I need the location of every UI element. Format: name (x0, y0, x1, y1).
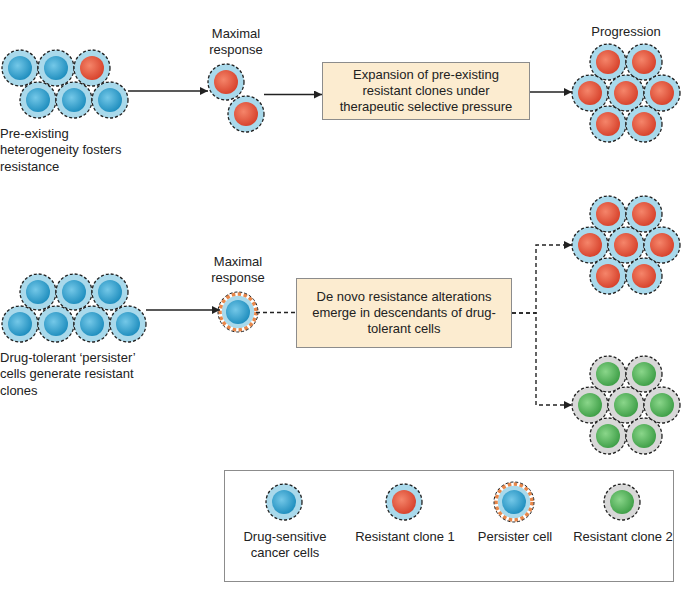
cell-cluster: Maximal response (208, 64, 264, 132)
legend-text: Persister cell (460, 529, 570, 545)
sensitive-cell (92, 274, 128, 310)
resistant-cell (228, 96, 264, 132)
resistant-cell (626, 258, 662, 294)
cell-cluster (572, 196, 680, 294)
legend-text: Drug-sensitive cancer cells (230, 529, 340, 562)
resistant-cell-2 (590, 356, 626, 392)
resistant-cell-2 (572, 387, 608, 423)
cell-cluster: Maximal response (220, 294, 256, 330)
flow-arrow (264, 94, 322, 95)
resistant-cell-2 (590, 418, 626, 454)
cluster-label: Pre-existing heterogeneity fosters resis… (0, 126, 135, 175)
legend-text: Resistant clone 2 (568, 529, 678, 545)
sensitive-cell (110, 306, 146, 342)
resistant-cell-2 (626, 418, 662, 454)
process-box: De novo resistance alterations emerge in… (296, 278, 512, 348)
sensitive-cell (2, 50, 38, 86)
legend-sample (386, 484, 422, 520)
cluster-label: Drug-tolerant ‘persister’ cells generate… (0, 350, 160, 399)
sensitive-cell (56, 82, 92, 118)
cluster-label: Maximal response (204, 26, 268, 59)
flow-arrow (512, 313, 572, 405)
cell-cluster: Drug-tolerant ‘persister’ cells generate… (2, 274, 146, 342)
resistant-cell-2 (608, 387, 644, 423)
cluster-label: Progression (572, 24, 680, 40)
resistant-cell (608, 227, 644, 263)
sensitive-cell (20, 82, 56, 118)
legend-sample (494, 482, 534, 522)
box-text: De novo resistance alterations emerge in… (305, 289, 503, 338)
resistant-cell (644, 75, 680, 111)
flow-arrow (146, 309, 220, 310)
resistant-cell (74, 50, 110, 86)
legend-sample (604, 484, 640, 520)
sensitive-cell (74, 306, 110, 342)
box-text: Expansion of pre-existing resistant clon… (331, 67, 521, 116)
resistant-cell (608, 75, 644, 111)
resistant-cell-2 (644, 387, 680, 423)
cluster-label: Maximal response (206, 254, 270, 287)
resistant-cell (590, 44, 626, 80)
cell-cluster: Pre-existing heterogeneity fosters resis… (2, 50, 128, 118)
sensitive-cell (56, 274, 92, 310)
flow-arrow (128, 90, 208, 91)
flow-arrow (512, 245, 572, 313)
resistant-cell (644, 227, 680, 263)
cell-cluster (572, 356, 680, 454)
resistant-cell (590, 106, 626, 142)
resistant-cell-2 (626, 356, 662, 392)
sensitive-cell (92, 82, 128, 118)
legend-text: Resistant clone 1 (350, 529, 460, 545)
flow-arrow (530, 91, 572, 92)
resistant-cell (626, 196, 662, 232)
resistant-cell (572, 75, 608, 111)
sensitive-cell (38, 306, 74, 342)
resistant-cell (626, 106, 662, 142)
cell-cluster: Progression (572, 44, 680, 142)
resistant-cell (626, 44, 662, 80)
legend-sample (266, 484, 302, 520)
flow-arrow (256, 312, 296, 313)
sensitive-cell (2, 306, 38, 342)
sensitive-cell (20, 274, 56, 310)
sensitive-cell (38, 50, 74, 86)
persister-cell (218, 292, 258, 332)
resistant-cell (572, 227, 608, 263)
resistant-cell (590, 196, 626, 232)
resistant-cell (208, 64, 244, 100)
process-box: Expansion of pre-existing resistant clon… (322, 62, 530, 120)
resistant-cell (590, 258, 626, 294)
